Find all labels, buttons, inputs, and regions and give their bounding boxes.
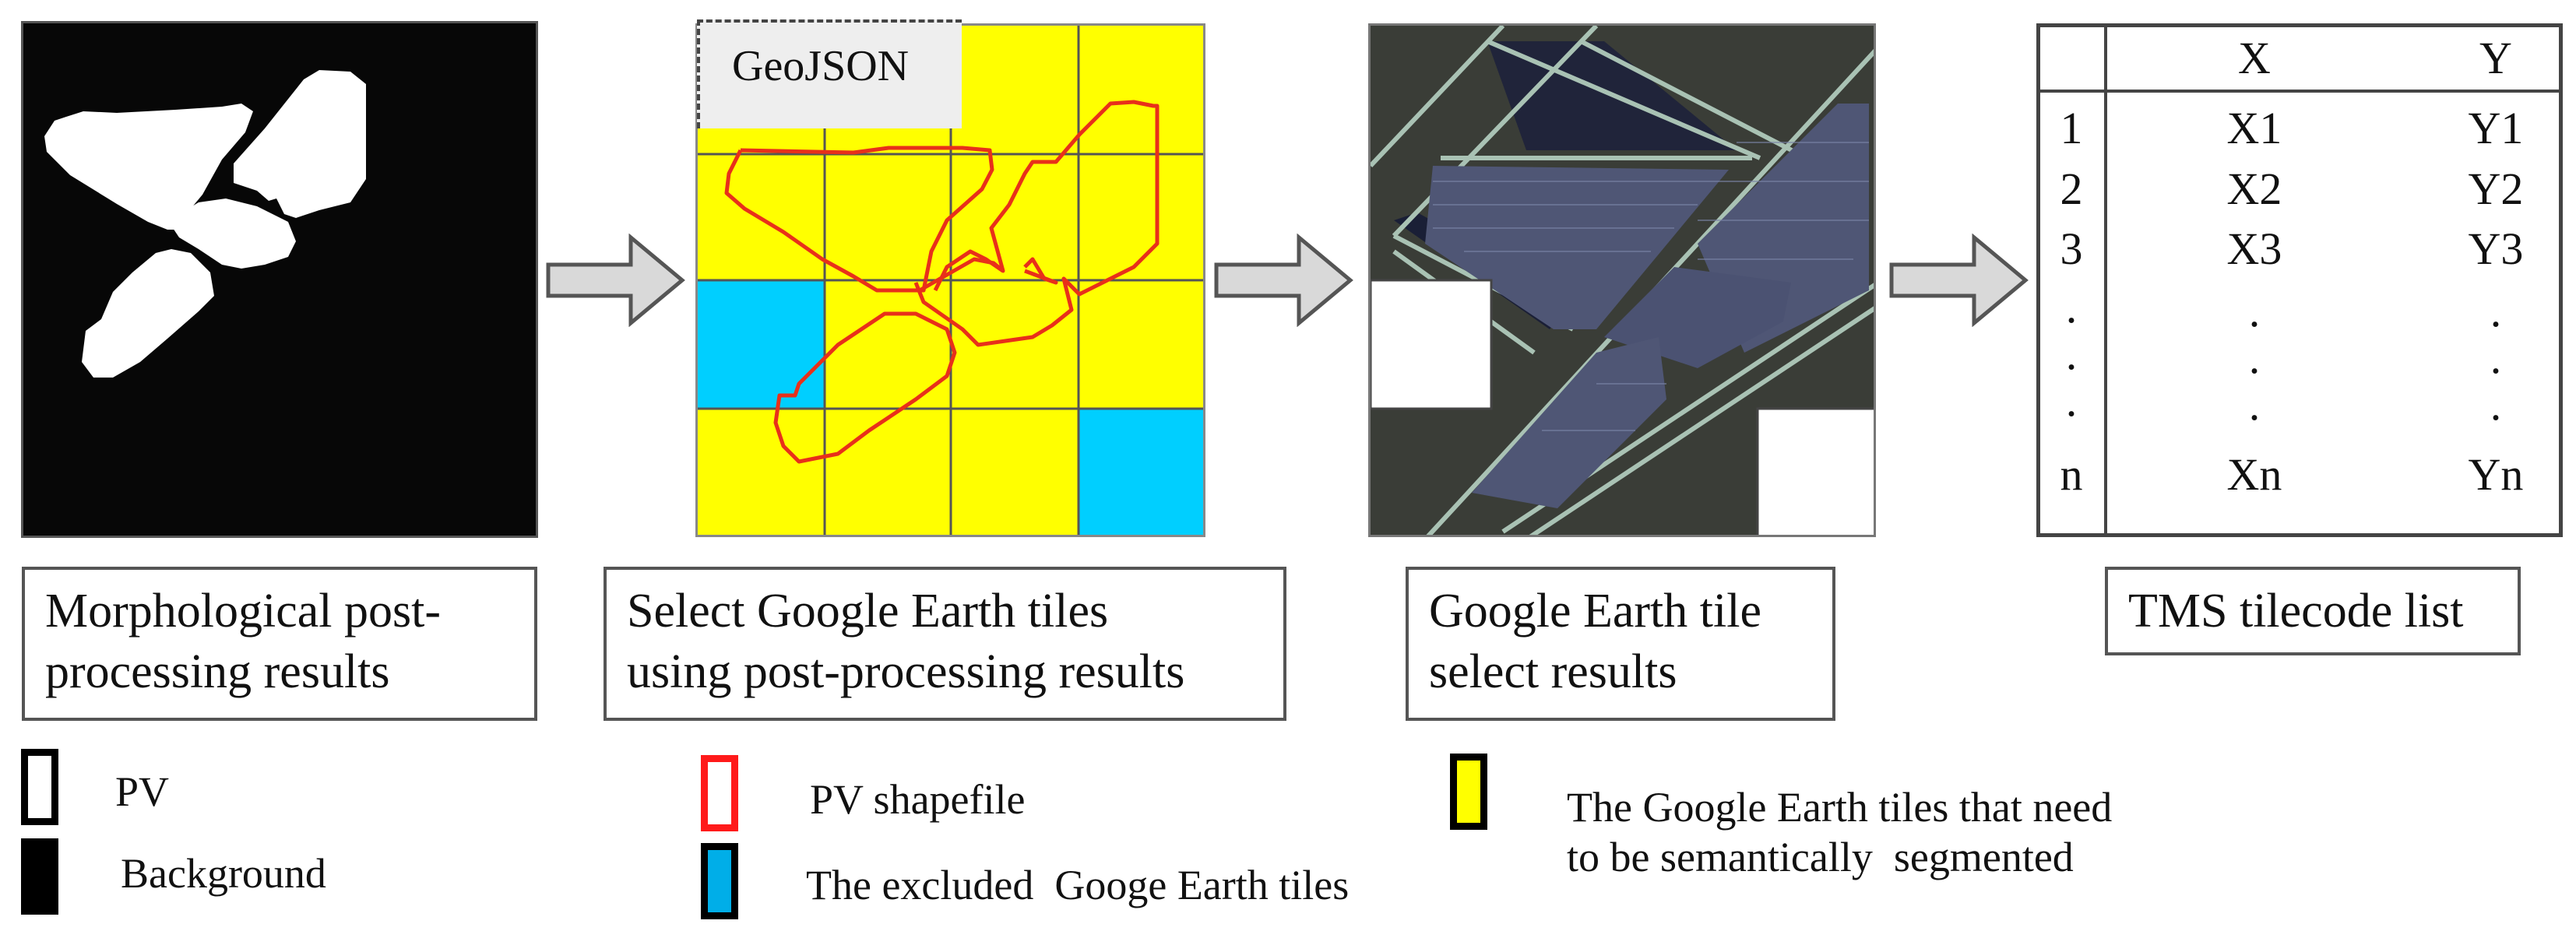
caption-ge-tiles: Google Earth tile select results [1406,567,1835,721]
caption-line: Morphological post- [45,585,441,638]
caption-line: Google Earth tile [1429,585,1761,638]
row-x: . [2248,379,2261,430]
row-y: Y3 [2468,223,2524,274]
tile-grid-svg [698,26,1203,535]
google-earth-tiles-image [1368,23,1876,537]
table-divider-horizontal [2040,90,2559,93]
excluded-tile-right [1756,407,1874,535]
caption-morphological: Morphological post- processing results [22,567,537,721]
row-index: 1 [2060,103,2083,153]
caption-line: TMS tilecode list [2128,585,2464,638]
row-index: 3 [2060,223,2083,274]
row-x: . [2248,332,2261,383]
tms-tilecode-table: X Y 1 X1 Y1 2 X2 Y2 3 X3 Y3 . . . . . . … [2036,23,2563,537]
legend-swatch-background [21,838,58,915]
legend-label-pv-shapefile: PV shapefile [810,776,1026,823]
row-x: . [2248,286,2261,336]
row-y: Y2 [2468,163,2524,214]
row-y: . [2490,332,2502,383]
row-y: Y1 [2468,103,2524,153]
row-index: . [2065,282,2078,332]
table-divider-vertical [2104,27,2107,533]
legend-label-pv: PV [115,768,170,815]
legend-label-excluded-tiles: The excluded Googe Earth tiles [806,862,1350,908]
arrow-2 [1214,234,1353,327]
header-y: Y [2479,33,2512,83]
caption-line: using post-processing results [627,645,1185,698]
legend-label-line: to be semantically segmented [1567,834,2074,880]
legend-swatch-segment-tiles [1450,754,1487,830]
excluded-tile-left [1371,279,1493,410]
satellite-svg [1371,26,1874,535]
row-x: X1 [2226,103,2282,153]
legend-label-line: The Google Earth tiles that need [1567,784,2113,831]
legend-label-segment-tiles: The Google Earth tiles that need to be s… [1567,782,2112,882]
legend-swatch-pv [21,749,58,825]
morphological-result-image [21,21,538,538]
row-index: 2 [2060,163,2083,214]
pv-mask-shapes [44,70,366,378]
row-y: Yn [2468,449,2524,500]
arrow-3 [1889,234,2029,327]
caption-tile-selection: Select Google Earth tiles using post-pro… [604,567,1286,721]
row-x: Xn [2226,449,2282,500]
row-index: n [2060,449,2083,500]
arrow-1 [546,234,685,327]
row-x: X2 [2226,163,2282,214]
row-index: . [2065,328,2078,379]
legend-swatch-pv-shapefile [701,755,738,831]
geojson-badge [697,19,962,128]
caption-line: Select Google Earth tiles [627,585,1109,638]
row-index: . [2065,375,2078,426]
caption-line: processing results [45,645,390,698]
caption-line: select results [1429,645,1677,698]
pv-shapefile-outlines [724,100,1160,464]
legend-label-background: Background [121,850,326,897]
geojson-label: GeoJSON [732,42,910,90]
row-y: . [2490,286,2502,336]
caption-tms-list: TMS tilecode list [2105,567,2521,655]
legend-swatch-excluded-tiles [701,843,738,919]
row-y: . [2490,379,2502,430]
row-x: X3 [2226,223,2282,274]
header-x: X [2238,33,2271,83]
